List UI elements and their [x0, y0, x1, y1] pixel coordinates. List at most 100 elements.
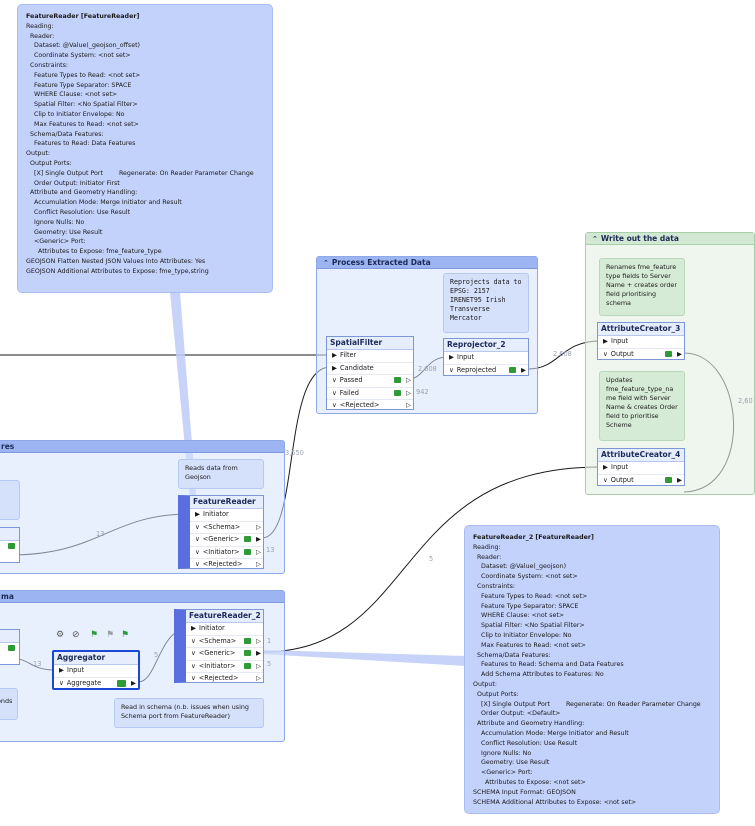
input-port-input[interactable]: ▶Input	[54, 665, 138, 678]
tooltip-line: Conflict Resolution: Use Result	[473, 739, 578, 747]
tooltip-line: Accumulation Mode: Merge Initiator and R…	[473, 729, 629, 737]
feature-count-label[interactable]: 3,550	[285, 449, 304, 457]
tooltip-line: Reading:	[473, 543, 501, 551]
feature-count-label[interactable]: 5	[267, 660, 272, 668]
inspect-icon[interactable]	[244, 548, 251, 555]
tooltip-line: Attributes to Expose: fme_feature_type	[26, 248, 162, 256]
inspect-icon[interactable]	[394, 377, 401, 383]
transformer-left-stub-1-port[interactable]	[0, 541, 19, 553]
chevron-down-icon: ∨	[603, 475, 608, 484]
output-port-output[interactable]: ∨Output▶	[598, 475, 684, 487]
input-arrow-icon: ▶	[332, 351, 337, 359]
feature-count-label[interactable]: 5	[429, 555, 434, 563]
note-read-schema[interactable]: Read in schema (n.b. issues when using S…	[114, 698, 264, 728]
bookmark-left-bottom-title: ma	[0, 591, 284, 603]
run-between-icon[interactable]: ⚑	[121, 630, 130, 640]
feature-count-label[interactable]: 5	[154, 651, 159, 659]
chevron-down-icon: ∨	[59, 678, 64, 687]
inspect-icon[interactable]	[665, 476, 672, 483]
output-port-schema[interactable]: ∨<Schema>▷	[190, 522, 263, 534]
transformer-aggregator[interactable]: Aggregator ▶Input ∨Aggregate▶	[52, 650, 140, 690]
output-port-aggregate[interactable]: ∨Aggregate▶	[54, 678, 138, 690]
input-port-filter[interactable]: ▶Filter	[327, 350, 413, 363]
bookmark-left-top-title: res	[0, 441, 284, 453]
transformer-left-stub-2-port[interactable]	[0, 643, 19, 655]
feature-count-label[interactable]: 13	[96, 530, 105, 538]
output-port-output[interactable]: ∨Output▶	[598, 349, 684, 361]
feature-count-label[interactable]: 2,608	[553, 350, 572, 358]
feature-count-label[interactable]: 2,60	[738, 397, 753, 405]
feature-count-label[interactable]: 942	[416, 388, 429, 396]
output-port-schema[interactable]: ∨<Schema>▷	[186, 636, 263, 648]
tooltip-line: Add Schema Attributes to Features: No	[473, 671, 604, 679]
output-port-generic[interactable]: ∨<Generic>▶	[186, 648, 263, 661]
inspect-icon[interactable]	[665, 350, 672, 357]
tooltip-line: Order Output: <Default>	[473, 710, 561, 718]
transformer-attributecreator-4[interactable]: AttributeCreator_4 ▶Input ∨Output▶	[597, 448, 685, 486]
output-port-reprojected[interactable]: ∨Reprojected▶	[444, 365, 528, 377]
inspect-icon[interactable]	[244, 650, 251, 656]
feature-count-label[interactable]: 1	[267, 637, 272, 645]
output-port-rejected[interactable]: ∨<Rejected>▷	[186, 673, 263, 685]
output-port-initiator[interactable]: ∨<Initiator>▷	[190, 547, 263, 559]
feature-count-label[interactable]: 13	[33, 660, 42, 668]
transformer-header: SpatialFilter	[327, 337, 413, 350]
note-reads-geojson[interactable]: Reads data from Geojson	[178, 459, 264, 489]
bookmark-process-title: ⌃Process Extracted Data	[317, 257, 537, 269]
note-renames[interactable]: Renames fme_feature type fields to Serve…	[599, 258, 685, 316]
transformer-attributecreator-3[interactable]: AttributeCreator_3 ▶Input ∨Output▶	[597, 322, 685, 360]
tooltip-line: Constraints:	[473, 582, 516, 590]
output-arrow-icon: ▶	[256, 649, 261, 657]
input-port-input[interactable]: ▶Input	[598, 336, 684, 349]
output-port-generic[interactable]: ∨<Generic>▶	[190, 534, 263, 547]
inspect-icon[interactable]	[509, 366, 516, 373]
feature-count-label[interactable]: 13	[266, 546, 275, 554]
output-arrow-icon: ▷	[256, 547, 261, 556]
input-port-input[interactable]: ▶Input	[598, 462, 684, 475]
inspect-icon[interactable]	[244, 536, 251, 542]
collapse-chevron-icon[interactable]: ⌃	[592, 235, 598, 243]
note-reproject[interactable]: Reprojects data to EPSG: 2157 IRENET95 I…	[443, 273, 529, 333]
input-port-input[interactable]: ▶Input	[444, 352, 528, 365]
tooltip-line: Output Ports:	[473, 690, 519, 698]
input-port-initiator[interactable]: ▶Initiator	[190, 509, 263, 522]
input-port-candidate[interactable]: ▶Candidate	[327, 363, 413, 375]
tooltip-line: Reader:	[26, 32, 55, 40]
output-arrow-icon: ▶	[131, 678, 136, 687]
tooltip-line: Attribute and Geometry Handling:	[26, 189, 138, 197]
output-port-failed[interactable]: ∨Failed▷	[327, 388, 413, 400]
tooltip-line: Coordinate System: <not set>	[473, 573, 578, 581]
collapse-chevron-icon[interactable]: ⌃	[323, 259, 329, 267]
output-arrow-icon: ▷	[256, 636, 261, 645]
transformer-left-stub-2[interactable]	[0, 629, 20, 665]
transformer-toolbar: ⚙ ⊘ ⚑ ⚑ ⚑	[54, 630, 140, 644]
feature-count-label[interactable]: 2,608	[418, 365, 437, 373]
inspect-icon[interactable]	[394, 389, 401, 396]
output-arrow-icon: ▷	[406, 388, 411, 397]
inspect-icon[interactable]	[244, 637, 251, 644]
transformer-spatialfilter[interactable]: SpatialFilter ▶Filter ▶Candidate ∨Passed…	[326, 336, 414, 410]
tooltip-line: Feature Type Separator: SPACE	[26, 81, 132, 89]
output-port-rejected[interactable]: ∨<Rejected>▷	[327, 400, 413, 412]
run-from-here-icon[interactable]: ⚑	[106, 630, 115, 640]
input-arrow-icon: ▶	[59, 666, 64, 674]
gear-icon[interactable]: ⚙	[56, 630, 65, 640]
output-port-initiator[interactable]: ∨<Initiator>▷	[186, 661, 263, 673]
input-port-initiator[interactable]: ▶Initiator	[186, 623, 263, 636]
output-port-rejected[interactable]: ∨<Rejected>▷	[190, 559, 263, 571]
inspect-icon[interactable]	[117, 679, 126, 687]
run-to-here-icon[interactable]: ⚑	[90, 630, 99, 640]
inspect-icon[interactable]	[244, 662, 251, 669]
transformer-featurereader[interactable]: FeatureReader ▶Initiator ∨<Schema>▷ ∨<Ge…	[178, 495, 264, 569]
output-port-passed[interactable]: ∨Passed▷	[327, 375, 413, 388]
transformer-left-stub-1[interactable]	[0, 527, 20, 563]
tooltip-line: Schema/Data Features:	[26, 130, 104, 138]
disable-icon[interactable]: ⊘	[72, 630, 80, 640]
transformer-header: FeatureReader	[190, 496, 263, 509]
transformer-reprojector[interactable]: Reprojector_2 ▶Input ∨Reprojected▶	[443, 338, 529, 376]
tooltip-line: Output Ports:	[26, 159, 72, 167]
transformer-featurereader-2[interactable]: FeatureReader_2 ▶Initiator ∨<Schema>▷ ∨<…	[174, 609, 264, 683]
chevron-down-icon: ∨	[332, 376, 337, 384]
note-updates[interactable]: Updates fme_feature_type_na me field wit…	[599, 371, 685, 441]
tooltip-line: Clip to Initiator Envelope: No	[473, 631, 572, 639]
